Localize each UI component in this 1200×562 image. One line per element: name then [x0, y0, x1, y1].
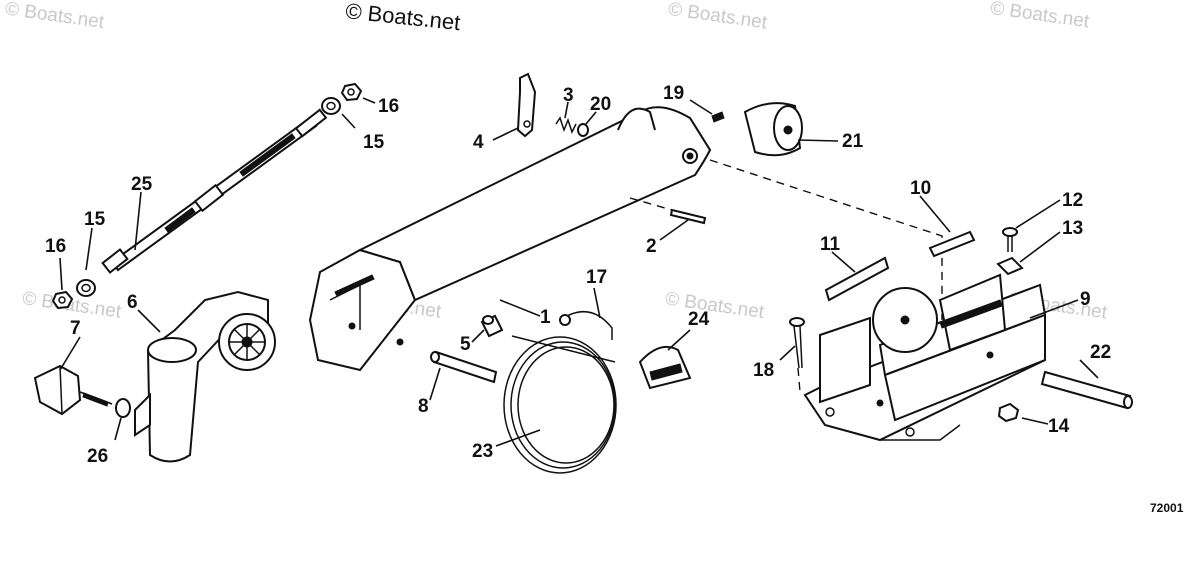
watermark-main: © Boats.net	[344, 0, 461, 35]
figure-code: 72001	[1150, 501, 1184, 515]
callout-1: 1	[540, 307, 551, 328]
clip-part-17	[559, 310, 613, 340]
nut-part-14	[997, 402, 1020, 423]
washer-15-bottom	[76, 279, 96, 297]
callout-15-bottom: 15	[84, 209, 106, 230]
callout-labels: 16 15 25 15 16 6 7 26 4 3 20 19 21 2 1 1…	[45, 83, 1111, 467]
callout-15-top: 15	[363, 132, 385, 153]
watermark-mid-right: © Boats.net	[664, 288, 766, 323]
roller-part-21	[743, 102, 803, 157]
callout-6: 6	[127, 292, 138, 313]
housing-part-6	[134, 290, 276, 463]
callout-2: 2	[646, 236, 657, 257]
cable-assembly	[101, 108, 328, 274]
callout-21: 21	[842, 131, 864, 152]
setscrew-part-19	[711, 111, 725, 123]
callout-26: 26	[87, 446, 108, 467]
callout-9: 9	[1080, 289, 1091, 310]
screw-part-18	[789, 317, 805, 393]
base-part-9	[803, 273, 1047, 442]
callout-17: 17	[586, 267, 607, 288]
block-part-11	[824, 256, 890, 302]
callout-12: 12	[1062, 190, 1083, 211]
callout-18: 18	[753, 360, 774, 381]
callout-7: 7	[70, 318, 81, 339]
callout-16-bottom: 16	[45, 236, 66, 257]
watermark-top-right: © Boats.net	[989, 0, 1091, 32]
pin-part-5	[480, 314, 504, 338]
callout-19: 19	[663, 83, 684, 104]
pin-part-2	[629, 197, 707, 225]
callout-10: 10	[910, 178, 931, 199]
alignment-line	[709, 159, 943, 320]
block-part-10	[928, 230, 976, 258]
spring-part-3	[555, 116, 577, 134]
pin-part-22	[1040, 370, 1133, 410]
handle-part-24	[638, 346, 692, 390]
washer-15-top	[321, 97, 341, 115]
callout-8: 8	[418, 396, 429, 417]
callout-11: 11	[820, 234, 841, 255]
callout-4: 4	[473, 132, 484, 153]
callout-23: 23	[472, 441, 493, 462]
callout-13: 13	[1062, 218, 1083, 239]
callout-20: 20	[590, 94, 611, 115]
screw-part-12	[1002, 227, 1018, 252]
callout-25: 25	[131, 174, 153, 195]
pin-part-8	[430, 350, 498, 384]
leader-lines	[59, 97, 1099, 447]
callout-5: 5	[460, 334, 471, 355]
washer-part-20	[577, 123, 589, 137]
knob-part-7	[33, 364, 113, 416]
callout-22: 22	[1090, 342, 1111, 363]
washer-part-26	[115, 398, 131, 418]
callout-14: 14	[1048, 416, 1070, 437]
callout-24: 24	[688, 309, 710, 330]
nut-16-top	[340, 82, 363, 102]
callout-3: 3	[563, 85, 574, 106]
watermark-top-left: © Boats.net	[4, 0, 106, 33]
nut-16-bottom	[51, 290, 74, 310]
arm-part-1	[308, 106, 712, 372]
watermark-top-center: © Boats.net	[667, 0, 769, 34]
hook-part-4	[516, 72, 537, 138]
callout-16-top: 16	[378, 96, 399, 117]
nut-part-13	[996, 256, 1024, 276]
wire-loop-part-23	[503, 335, 617, 474]
